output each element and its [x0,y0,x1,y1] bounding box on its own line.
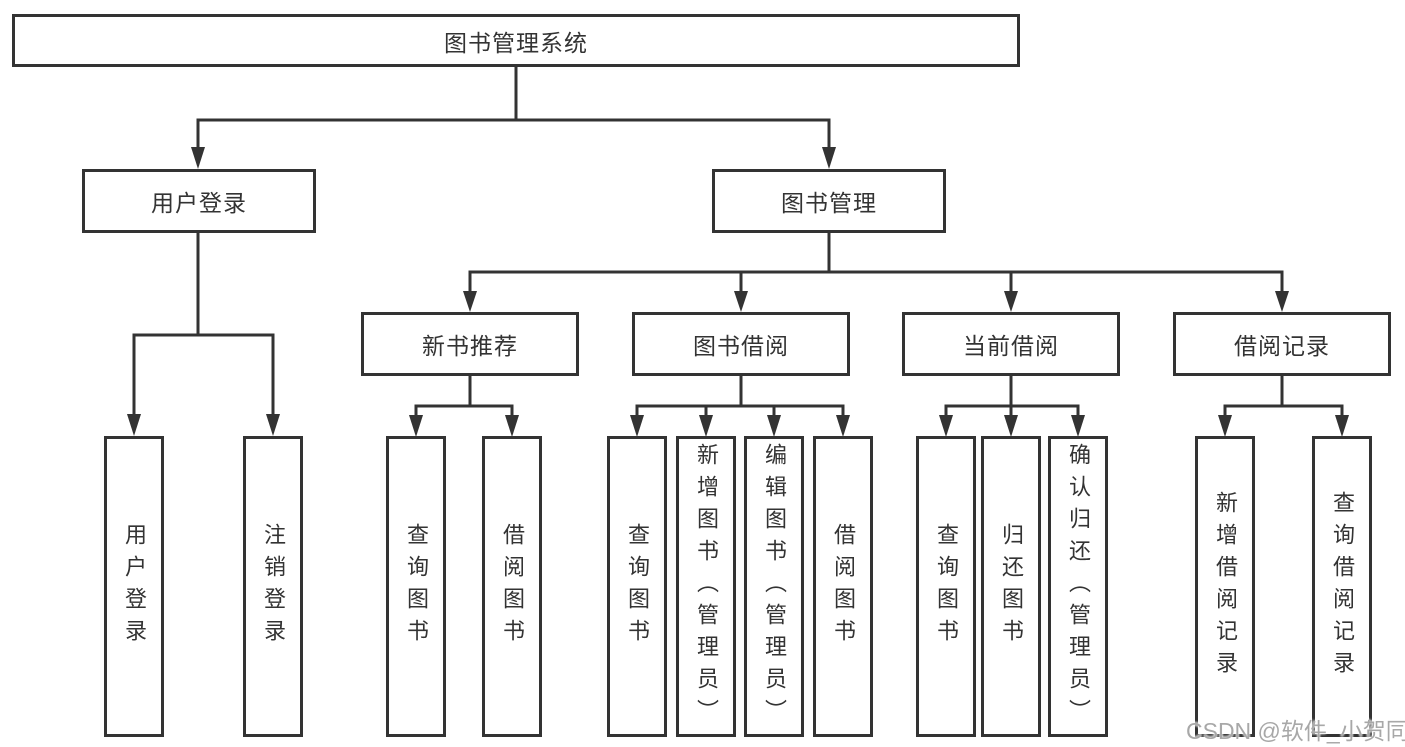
node-label: 图书管理系统 [444,29,588,56]
node-label: 用户登录 [151,190,247,216]
leaf-label: 确认归还（管理员） [1066,442,1091,731]
leaf-confirm-return-admin: 确认归还（管理员） [1048,436,1108,737]
arrowhead-icon [409,415,423,437]
arrowhead-icon [1004,291,1018,312]
arrowhead-icon [836,415,850,437]
arrowhead-icon [191,147,205,169]
arrowhead-icon [505,415,519,437]
leaf-add-books-admin: 新增图书（管理员） [676,436,736,737]
arrowhead-icon [630,415,644,437]
connector-borrow-to-leaves [630,376,850,437]
node-label: 借阅记录 [1234,333,1330,359]
node-label: 图书管理 [781,190,877,216]
node-current-borrow: 当前借阅 [902,312,1120,376]
node-system-root: 图书管理系统 [12,14,1020,67]
leaf-label: 查询图书 [404,522,429,651]
leaf-return-books: 归还图书 [981,436,1041,737]
connector-root-to-level2 [191,66,836,169]
arrowhead-icon [822,147,836,169]
node-label: 新书推荐 [422,333,518,359]
leaf-query-books: 查询图书 [386,436,446,737]
leaf-label: 用户登录 [122,522,147,651]
node-new-book-recommend: 新书推荐 [361,312,579,376]
node-book-borrow: 图书借阅 [632,312,850,376]
leaf-label: 编辑图书（管理员） [762,442,787,731]
node-label: 当前借阅 [963,333,1059,359]
leaf-query-borrow-record: 查询借阅记录 [1312,436,1372,737]
leaf-logout: 注销登录 [243,436,303,737]
leaf-borrow-books: 借阅图书 [482,436,542,737]
connector-bookmgmt-to-level3 [463,233,1289,312]
leaf-user-login: 用户登录 [104,436,164,737]
arrowhead-icon [1071,415,1085,437]
leaf-label: 借阅图书 [500,522,525,651]
leaf-query-books: 查询图书 [607,436,667,737]
leaf-query-books: 查询图书 [916,436,976,737]
leaf-add-borrow-record: 新增借阅记录 [1195,436,1255,737]
arrowhead-icon [266,414,280,436]
arrowhead-icon [1218,415,1232,437]
csdn-watermark: CSDN @软件_小贺同学 [1186,718,1405,744]
arrowhead-icon [1275,291,1289,312]
leaf-borrow-books: 借阅图书 [813,436,873,737]
leaf-label: 查询图书 [934,522,959,651]
node-book-management: 图书管理 [712,169,946,233]
leaf-label: 注销登录 [261,522,286,651]
leaf-label: 新增图书（管理员） [694,442,719,731]
connector-current-to-leaves [939,376,1085,437]
arrowhead-icon [939,415,953,437]
arrowhead-icon [699,415,713,437]
arrowhead-icon [734,291,748,312]
node-user-login: 用户登录 [82,169,316,233]
leaf-label: 借阅图书 [831,522,856,651]
leaf-label: 查询图书 [625,522,650,651]
arrowhead-icon [463,291,477,312]
leaf-label: 归还图书 [999,522,1024,651]
node-label: 图书借阅 [693,333,789,359]
arrowhead-icon [127,414,141,436]
leaf-label: 查询借阅记录 [1330,490,1355,683]
arrowhead-icon [1335,415,1349,437]
connector-records-to-leaves [1218,376,1349,437]
connector-userlogin-to-leaves [127,233,280,436]
leaf-label: 新增借阅记录 [1213,490,1238,683]
arrowhead-icon [767,415,781,437]
node-borrow-records: 借阅记录 [1173,312,1391,376]
connector-newbook-to-leaves [409,376,519,437]
arrowhead-icon [1004,415,1018,437]
leaf-edit-books-admin: 编辑图书（管理员） [744,436,804,737]
